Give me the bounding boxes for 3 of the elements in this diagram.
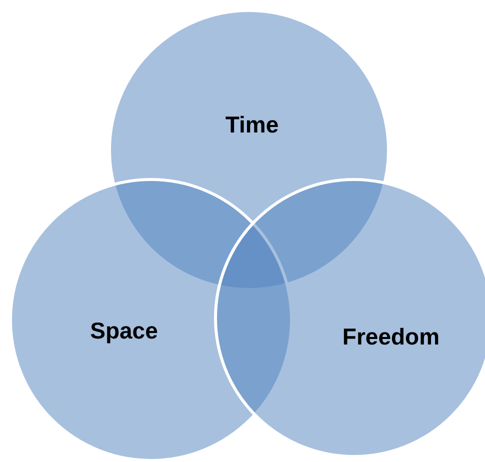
circle-label: Space xyxy=(90,318,158,344)
circle-label: Time xyxy=(225,112,279,138)
circle-label: Freedom xyxy=(342,324,440,350)
